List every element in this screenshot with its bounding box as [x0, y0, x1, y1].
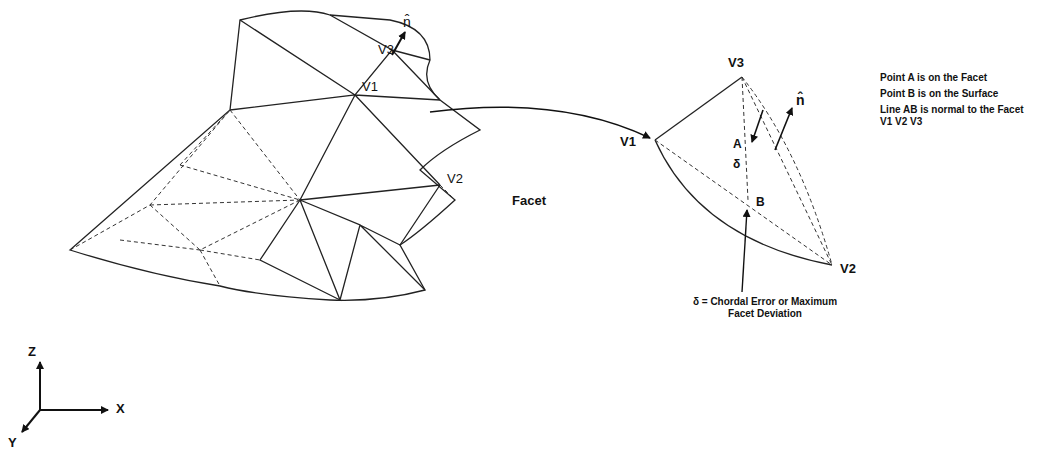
vertex-label: V3 — [728, 56, 744, 71]
axis-label: Z — [28, 345, 36, 360]
axis-label: Y — [8, 436, 17, 451]
note-text: Point A is on the Facet — [880, 72, 1045, 84]
note-text: Line AB is normal to the Facet V1 V2 V3 — [880, 104, 1030, 127]
axis-label: X — [116, 402, 125, 417]
point-label: A — [733, 138, 742, 152]
vertex-label: V1 — [620, 135, 636, 150]
vertex-label: V2 — [447, 172, 463, 187]
chordal-error-note: δ = Chordal Error or Maximum Facet Devia… — [690, 296, 840, 319]
normal-symbol: n̂ — [796, 92, 805, 108]
point-label: B — [756, 196, 765, 210]
vertex-label: V3 — [378, 43, 394, 58]
vertex-label: V2 — [840, 262, 856, 277]
note-text: Point B is on the Surface — [880, 88, 1045, 100]
facet-label: Facet — [512, 194, 546, 209]
delta-symbol: δ — [733, 158, 740, 172]
vertex-label: V1 — [362, 80, 378, 95]
normal-symbol: n̂ — [403, 14, 411, 30]
